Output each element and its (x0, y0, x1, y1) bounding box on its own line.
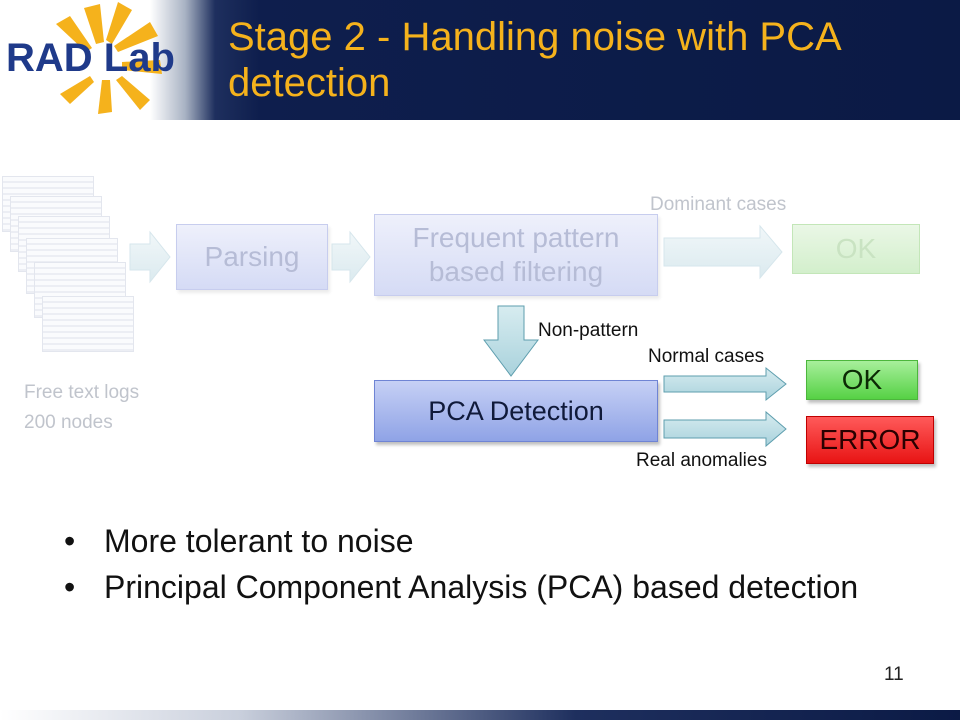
filter-label-line2: based filtering (428, 256, 604, 287)
logs-label-line2: 200 nodes (24, 412, 113, 433)
dominant-cases-label: Dominant cases (650, 194, 787, 215)
footer-bar (0, 710, 960, 720)
arrow-logs-to-parsing (129, 230, 171, 284)
real-anomalies-label: Real anomalies (636, 450, 767, 471)
logs-label-line1: Free text logs (24, 382, 140, 403)
bullet-text: Principal Component Analysis (PCA) based… (104, 569, 859, 605)
parsing-step: Parsing (176, 224, 328, 290)
arrow-parsing-to-filter (331, 230, 371, 284)
logs-label: Free text logs 200 nodes (24, 378, 139, 438)
normal-cases-label: Normal cases (648, 346, 765, 367)
arrow-filter-to-pca (483, 305, 539, 377)
page-number: 11 (884, 664, 904, 685)
non-pattern-label: Non-pattern (538, 320, 639, 341)
arrow-pca-to-ok (663, 366, 787, 402)
sun-rays-icon (56, 2, 162, 114)
log-sheet (42, 296, 134, 352)
arrow-pca-to-error (663, 410, 787, 448)
error-label: ERROR (819, 424, 921, 455)
pca-detection-step: PCA Detection (374, 380, 658, 442)
bullet-text: More tolerant to noise (104, 523, 414, 559)
pca-detection-label: PCA Detection (428, 395, 604, 426)
parsing-label: Parsing (204, 241, 300, 272)
bullet-item: • Principal Component Analysis (PCA) bas… (60, 568, 864, 606)
ok-faded-label: OK (835, 233, 877, 264)
filter-label-line1: Frequent pattern (412, 222, 620, 253)
rad-lab-logo: RAD Lab (0, 0, 200, 120)
slide-title: Stage 2 - Handling noise with PCA detect… (228, 15, 840, 105)
frequent-pattern-filter-step: Frequent pattern based filtering (374, 214, 658, 296)
bullet-item: • More tolerant to noise (60, 522, 864, 560)
bullet-symbol: • (64, 569, 76, 605)
slide-header: RAD Lab Stage 2 - Handling noise with PC… (0, 0, 960, 120)
ok-faded-result: OK (792, 224, 920, 274)
ok-result: OK (806, 360, 918, 400)
error-result: ERROR (806, 416, 934, 464)
ok-label: OK (841, 364, 883, 395)
bullet-symbol: • (64, 523, 76, 559)
arrow-filter-to-ok (663, 224, 783, 280)
bullet-list: • More tolerant to noise • Principal Com… (60, 522, 900, 614)
logo-text: RAD Lab (6, 36, 175, 80)
